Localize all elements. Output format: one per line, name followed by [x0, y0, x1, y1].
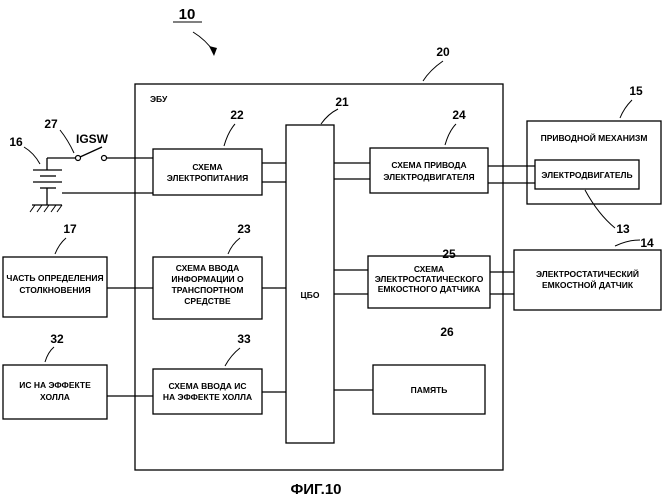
- motor-drive-circuit-box: [370, 148, 488, 193]
- ecu-leader: [423, 61, 443, 81]
- collision-detector-leader: [55, 238, 66, 254]
- battery-leader: [24, 147, 40, 164]
- capacitive-circuit-line-1: СХЕМА: [414, 264, 444, 274]
- battery-number: 16: [9, 135, 23, 149]
- ignition-switch-number: 27: [44, 117, 58, 131]
- capacitive-circuit-line-2: ЭЛЕКТРОСТАТИЧЕСКОГО: [375, 274, 484, 284]
- drive-mechanism-number: 15: [629, 84, 643, 98]
- capacitive-circuit-line-3: ЕМКОСТНОГО ДАТЧИКА: [378, 284, 480, 294]
- vehicle-input-line-1: СХЕМА ВВОДА: [176, 263, 240, 273]
- ignition-switch-leader: [60, 130, 74, 153]
- vehicle-input-number: 23: [237, 222, 251, 236]
- hall-ic-leader: [45, 347, 54, 362]
- memory-label: ПАМЯТЬ: [411, 385, 448, 395]
- power-circuit-box: [153, 149, 262, 195]
- ground-hatch-1: [30, 205, 35, 212]
- capacitive-circuit-number: 25: [442, 247, 456, 261]
- capacitive-sensor-line-2: ЕМКОСТНОЙ ДАТЧИК: [542, 279, 634, 290]
- hall-input-line-1: СХЕМА ВВОДА ИС: [168, 381, 246, 391]
- motor-drive-line-2: ЭЛЕКТРОДВИГАТЕЛЯ: [383, 172, 474, 182]
- ground-hatch-5: [57, 205, 62, 212]
- capacitive-sensor-leader: [615, 240, 640, 246]
- ecu-number: 20: [436, 45, 450, 59]
- cpu-box: [286, 125, 334, 443]
- figure-caption: ФИГ.10: [290, 481, 341, 498]
- power-circuit-line-2: ЭЛЕКТРОПИТАНИЯ: [167, 173, 249, 183]
- collision-detector-number: 17: [63, 222, 77, 236]
- memory-number: 26: [440, 325, 454, 339]
- power-circuit-line-1: СХЕМА: [192, 162, 222, 172]
- hall-ic-line-1: ИС НА ЭФФЕКТЕ: [19, 380, 91, 390]
- figure-arrow-head: [209, 46, 217, 56]
- vehicle-input-line-4: СРЕДСТВЕ: [184, 296, 231, 306]
- cpu-number: 21: [335, 95, 349, 109]
- cpu-label: ЦБО: [301, 290, 320, 300]
- switch-contact-left: [76, 156, 81, 161]
- collision-detector-line-2: СТОЛКНОВЕНИЯ: [19, 285, 90, 295]
- capacitive-sensor-number: 14: [640, 236, 654, 250]
- vehicle-input-line-2: ИНФОРМАЦИИ О: [171, 274, 244, 284]
- hall-input-line-2: НА ЭФФЕКТЕ ХОЛЛА: [163, 392, 252, 402]
- ignition-switch-label: IGSW: [76, 132, 109, 146]
- drive-mechanism-leader: [620, 100, 632, 118]
- switch-contact-right: [102, 156, 107, 161]
- power-circuit-number: 22: [230, 108, 244, 122]
- motor-drive-line-1: СХЕМА ПРИВОДА: [391, 160, 466, 170]
- hall-ic-line-2: ХОЛЛА: [40, 392, 70, 402]
- ground-hatch-2: [37, 205, 42, 212]
- capacitive-sensor-line-1: ЭЛЕКТРОСТАТИЧЕСКИЙ: [536, 268, 639, 279]
- collision-detector-line-1: ЧАСТЬ ОПРЕДЕЛЕНИЯ: [6, 273, 103, 283]
- motor-number: 13: [616, 222, 630, 236]
- figure-number: 10: [179, 6, 196, 23]
- switch-blade: [80, 147, 102, 157]
- vehicle-input-line-3: ТРАНСПОРТНОМ: [172, 285, 244, 295]
- drive-mechanism-label: ПРИВОДНОЙ МЕХАНИЗМ: [541, 132, 648, 143]
- motor-drive-number: 24: [452, 108, 466, 122]
- hall-ic-number: 32: [50, 332, 64, 346]
- motor-label: ЭЛЕКТРОДВИГАТЕЛЬ: [541, 170, 632, 180]
- ground-hatch-3: [44, 205, 49, 212]
- ground-hatch-4: [51, 205, 56, 212]
- hall-input-number: 33: [237, 332, 251, 346]
- ecu-label: ЭБУ: [150, 94, 168, 104]
